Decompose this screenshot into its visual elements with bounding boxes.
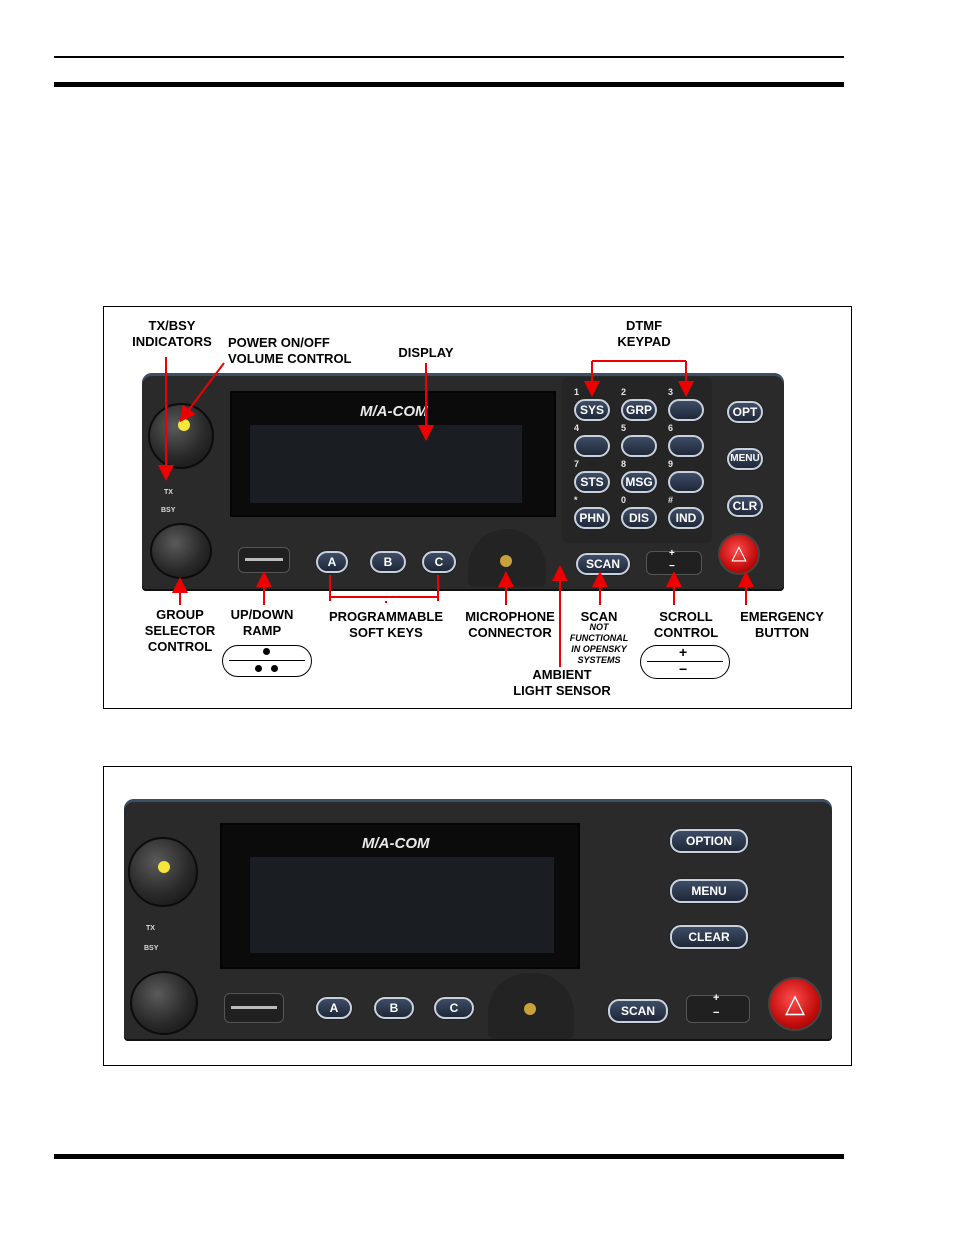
key-num-star: *: [574, 495, 578, 505]
key-sts[interactable]: STS: [574, 471, 610, 493]
group-selector-knob-2[interactable]: [130, 971, 198, 1035]
key-num-4: 4: [574, 423, 580, 433]
brand-logo: M/A-COM: [360, 403, 428, 420]
scroll-minus-label-2: −: [713, 1007, 720, 1019]
soft-key-a[interactable]: A: [316, 551, 348, 573]
tx-indicator-2: TX: [146, 925, 155, 932]
soft-key-b-2[interactable]: B: [374, 997, 414, 1019]
key-sys[interactable]: SYS: [574, 399, 610, 421]
scroll-diagram-plus: +: [679, 644, 688, 660]
label-ambient: AMBIENT LIGHT SENSOR: [513, 667, 611, 698]
emergency-button-2[interactable]: △: [768, 977, 822, 1031]
up-down-ramp[interactable]: [238, 547, 290, 573]
key-num-8: 8: [621, 459, 627, 469]
soft-key-c-2[interactable]: C: [434, 997, 474, 1019]
label-scan: SCAN: [580, 609, 618, 624]
soft-key-a-2[interactable]: A: [316, 997, 352, 1019]
soft-key-c[interactable]: C: [422, 551, 456, 573]
ramp-slot-icon: [245, 558, 283, 561]
soft-key-bracket: [329, 575, 439, 601]
ramp-up-dot-icon: [263, 648, 270, 655]
scroll-control-2[interactable]: + −: [686, 992, 750, 1023]
label-tx-bsy: TX/BSY INDICATORS: [132, 318, 212, 349]
arrow-power: [179, 362, 225, 423]
scroll-minus-label: −: [669, 561, 675, 572]
key-num-7: 7: [574, 459, 580, 469]
ramp-diagram: [222, 645, 312, 677]
scroll-plus-label: +: [669, 548, 675, 559]
ramp-down-dot-left-icon: [255, 665, 262, 672]
key-9[interactable]: [668, 471, 704, 493]
label-group-selector: GROUP SELECTOR CONTROL: [144, 607, 216, 654]
label-scroll: SCROLL CONTROL: [653, 609, 719, 640]
key-num-0: 0: [621, 495, 627, 505]
key-phn[interactable]: PHN: [574, 507, 610, 529]
figure-2-frame: M/A-COM TX BSY A B C SCAN + − △ OPTION M…: [103, 766, 852, 1066]
display-2: M/A-COM: [220, 823, 580, 969]
warning-triangle-icon-2: △: [785, 988, 805, 1018]
group-selector-knob[interactable]: [150, 523, 212, 579]
bottom-rule: [54, 1154, 844, 1159]
scroll-plus-label-2: +: [713, 992, 720, 1004]
key-num-9: 9: [668, 459, 674, 469]
ramp-slot-icon-2: [231, 1006, 277, 1009]
key-num-hash: #: [668, 495, 674, 505]
figure-1-frame: M/A-COM TX BSY A B C SCAN + − △ 1 2 3 SY…: [103, 306, 852, 709]
ramp-line-icon: [229, 660, 305, 661]
menu-key-2[interactable]: MENU: [670, 879, 748, 903]
display-lcd-2: [250, 857, 554, 953]
key-num-3: 3: [668, 387, 674, 397]
label-dtmf: DTMF KEYPAD: [617, 318, 671, 349]
label-microphone: MICROPHONE CONNECTOR: [465, 609, 555, 640]
mic-jack-icon-2: [524, 1003, 536, 1015]
mic-jack-icon: [500, 555, 512, 567]
option-key[interactable]: OPTION: [670, 829, 748, 853]
microphone-connector-2: [488, 973, 574, 1039]
top-rule-thin: [54, 56, 844, 58]
key-num-6: 6: [668, 423, 674, 433]
opt-key[interactable]: OPT: [727, 401, 763, 423]
key-4[interactable]: [574, 435, 610, 457]
key-num-5: 5: [621, 423, 627, 433]
display-lcd: [250, 425, 522, 503]
ramp-down-dot-right-icon: [271, 665, 278, 672]
bsy-indicator: BSY: [161, 507, 176, 514]
callout-arrows: [158, 357, 754, 667]
scroll-diagram-minus: −: [679, 661, 688, 677]
emergency-button[interactable]: △: [718, 533, 760, 575]
brand-logo-2: M/A-COM: [362, 835, 430, 852]
key-msg[interactable]: MSG: [621, 471, 657, 493]
key-num-2: 2: [621, 387, 627, 397]
label-up-down-ramp: UP/DOWN RAMP: [230, 607, 294, 638]
clear-key[interactable]: CLEAR: [670, 925, 748, 949]
scroll-diagram: + −: [640, 644, 730, 679]
knob-indicator-icon-2: [158, 861, 170, 873]
scan-button-2[interactable]: SCAN: [608, 999, 668, 1023]
label-soft-keys: PROGRAMMABLE SOFT KEYS: [328, 609, 444, 640]
top-rule-thick: [54, 82, 844, 87]
key-3[interactable]: [668, 399, 704, 421]
key-5[interactable]: [621, 435, 657, 457]
bsy-indicator-2: BSY: [144, 945, 159, 952]
display: M/A-COM: [230, 391, 556, 517]
soft-key-b[interactable]: B: [370, 551, 406, 573]
up-down-ramp-2[interactable]: [224, 993, 284, 1023]
key-6[interactable]: [668, 435, 704, 457]
menu-key[interactable]: MENU: [727, 448, 763, 470]
power-volume-knob-2[interactable]: [128, 837, 198, 907]
key-grp[interactable]: GRP: [621, 399, 657, 421]
label-display: DISPLAY: [398, 345, 454, 360]
clr-key[interactable]: CLR: [727, 495, 763, 517]
warning-triangle-icon: △: [731, 542, 747, 564]
tx-indicator: TX: [164, 489, 173, 496]
key-ind[interactable]: IND: [668, 507, 704, 529]
label-emergency: EMERGENCY BUTTON: [740, 609, 824, 640]
key-num-1: 1: [574, 387, 580, 397]
scan-note: NOT FUNCTIONAL IN OPENSKY SYSTEMS: [569, 622, 629, 665]
scroll-diagram-line-icon: [647, 661, 723, 662]
key-dis[interactable]: DIS: [621, 507, 657, 529]
dtmf-keypad: 1 2 3 SYS GRP 4 5 6 7 8 9 STS MSG * 0 # …: [566, 385, 716, 535]
label-power-volume: POWER ON/OFF VOLUME CONTROL: [228, 335, 352, 366]
